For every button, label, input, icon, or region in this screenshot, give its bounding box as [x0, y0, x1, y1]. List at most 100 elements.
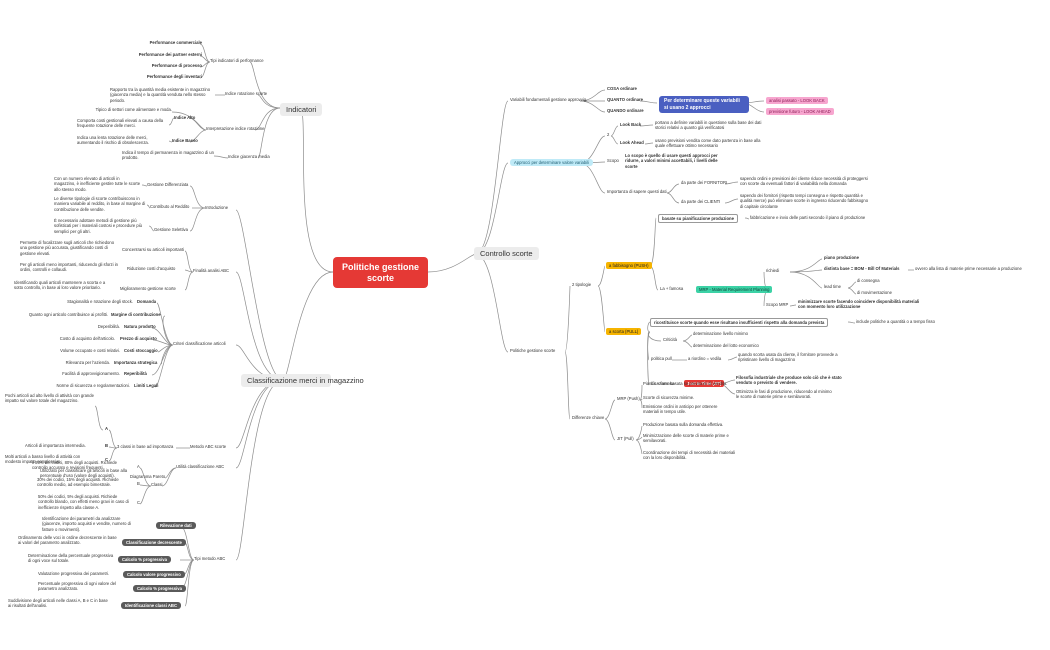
node-ricostituzione[interactable]: ricostituisce scorte quando esse risulta… [650, 318, 829, 328]
node-identificazione-classi[interactable]: Identificazione classi ABC [121, 602, 181, 610]
node-concentrarsi[interactable]: Concentrarsi su articoli importanti [122, 247, 185, 252]
node-scopo-desc: Lo scopo è quello di usare questi approc… [625, 153, 718, 169]
node-famosa-1[interactable]: La + famosa [660, 286, 684, 291]
node-reperibilita[interactable]: Reperibilità [124, 371, 147, 376]
node-scopo[interactable]: Scopo [607, 158, 619, 163]
node-indice-alto[interactable]: Indice Alto [174, 115, 196, 120]
node-tipi-indicatori[interactable]: Tipi indicatori di performance [210, 58, 264, 63]
node-richiedi[interactable]: richiedi [766, 268, 780, 273]
node-perf-commerciale[interactable]: Performance commerciale [149, 40, 202, 45]
node-introduzione[interactable]: Introduzione [205, 205, 229, 210]
node-movimentazione[interactable]: di movimentazione [857, 290, 892, 295]
node-clienti[interactable]: da parte dei CLIENTI [681, 199, 721, 204]
node-lookback[interactable]: Look Back [620, 122, 642, 127]
node-lead-time[interactable]: lead time [824, 284, 841, 289]
node-prezzo[interactable]: Prezzo di acquisto [120, 336, 157, 341]
node-gestione-differenziata[interactable]: Gestione Differenziata [147, 182, 189, 187]
node-criticita[interactable]: Criticità [663, 337, 677, 342]
connector-line [184, 271, 194, 291]
root-topic[interactable]: Politiche gestione scorte [333, 257, 428, 288]
node-metodo-abc[interactable]: Metodo ABC scorte [190, 444, 227, 449]
node-distinta-base[interactable]: distinta base = BOM - Bill Of Materials [824, 266, 900, 271]
node-alto-desc: Comporta costi gestionali elevati a caus… [77, 118, 164, 129]
node-limiti-legali[interactable]: Limiti Legali [134, 383, 159, 388]
node-finalita-abc[interactable]: Finalità analisi ABC [193, 268, 230, 273]
topic-indicatori[interactable]: Indicatori [280, 103, 323, 116]
node-riordino[interactable]: a riordino = vedila [688, 356, 722, 361]
topic-classificazione[interactable]: Classificazione merci in magazzino [241, 374, 364, 387]
node-differenze[interactable]: Differenze chiave [572, 415, 605, 420]
node-tipi-metodo[interactable]: Tipi metodo ABC [194, 556, 226, 561]
node-cosa[interactable]: COSA ordinare [607, 86, 637, 91]
node-politiche[interactable]: Politiche gestione scorte [510, 348, 556, 353]
node-calcolo-valore[interactable]: Calcolo valore progressivo [123, 571, 185, 579]
node-classificazione-decrescente[interactable]: Classificazione decrescente [122, 539, 186, 547]
node-stoccaggio[interactable]: Costi stoccaggio [124, 348, 158, 353]
node-livello-minimo[interactable]: determinazione livello minimo [693, 331, 748, 336]
node-due[interactable]: 2 [607, 132, 610, 137]
node-rilevazione-dati[interactable]: Rilevazione dati [156, 522, 196, 530]
node-importanza-strategica[interactable]: Importanza strategica [114, 360, 158, 365]
node-consegna[interactable]: di consegna [857, 278, 880, 283]
connector-line [635, 425, 643, 441]
node-calcolo-perc-1[interactable]: Calcolo % progressiva [118, 556, 171, 564]
node-2-tipologie[interactable]: 2 tipologie [572, 282, 592, 287]
connector-line [168, 117, 175, 126]
node-criteri[interactable]: Criteri classificazione articoli [173, 341, 226, 346]
node-jit-pull[interactable]: JIT (Pull) [617, 436, 634, 441]
node-classe-c[interactable]: C [137, 500, 141, 505]
node-classe-b[interactable]: B [137, 481, 140, 486]
node-fornitori[interactable]: da parte dei FORNITORI [681, 180, 728, 185]
node-scopo-mrp[interactable]: Scopo MRP [766, 302, 789, 307]
node-perf-inventari[interactable]: Performance degli inventari [146, 74, 202, 79]
node-natura-prodotto[interactable]: Natura prodotto [124, 324, 156, 329]
node-quanto[interactable]: QUANTO ordinare [607, 97, 643, 102]
node-giacenza-media[interactable]: Indice giacenza media [228, 154, 270, 159]
node-look-back-tag[interactable]: analisi passato - LOOK BACK [766, 97, 828, 105]
node-jit[interactable]: Just In Time (JIT) [684, 380, 725, 388]
node-3-classi[interactable]: 3 classi in base ad importanza [117, 444, 174, 449]
topic-controllo-scorte[interactable]: Controllo scorte [474, 247, 539, 260]
connector-line [724, 198, 739, 204]
node-indice-basso[interactable]: Indice Basso [172, 138, 198, 143]
connector-line [610, 125, 619, 137]
node-quando[interactable]: QUANDO ordinare [607, 108, 644, 113]
node-riduzione-costi[interactable]: Riduzione costi d'acquisto [127, 266, 176, 271]
connector-line [666, 183, 680, 194]
node-calcolo-perc-2[interactable]: Calcolo % progressiva [133, 585, 186, 593]
node-perf-partner[interactable]: Performance dei partner esterni [138, 52, 202, 57]
node-mrp-push[interactable]: MRP (Push) [617, 396, 640, 401]
node-margine[interactable]: Margine di contribuzione [111, 312, 161, 317]
node-perf-processo[interactable]: Performance di processo [151, 63, 202, 68]
node-pareto[interactable]: Diagramma Pareto [130, 474, 166, 479]
node-domanda[interactable]: Domanda [137, 299, 157, 304]
node-gestione-selettiva[interactable]: Gestione Selettiva [154, 227, 188, 232]
node-a[interactable]: A [105, 426, 109, 431]
node-lotto-economico[interactable]: determinazione del lotto economico [693, 343, 759, 348]
node-push[interactable]: a fabbisogno (PUSH) [606, 262, 652, 270]
node-famosa-2[interactable]: La + famosa [651, 381, 675, 386]
node-piano-produzione[interactable]: piano produzione [824, 255, 859, 260]
node-utilita-abc[interactable]: Utilità classificazione ABC [176, 464, 225, 469]
node-variabili[interactable]: Variabili fondamentali gestione approvvi… [510, 97, 588, 102]
node-indice-rotazione[interactable]: Indice rotazione scorte [225, 91, 268, 96]
node-politica-pull[interactable]: politica pull [651, 356, 672, 361]
node-classi[interactable]: Classi [151, 482, 163, 487]
node-determinare[interactable]: Per determinare queste variabili si usan… [659, 96, 749, 113]
connector-line [597, 265, 606, 287]
node-look-ahead-tag[interactable]: previsione futuro - LOOK AHEAD [766, 108, 834, 116]
node-interpretazione[interactable]: Interpretazione indice rotazione [206, 126, 265, 131]
node-lookahead[interactable]: Look Ahead [620, 140, 644, 145]
node-mrp[interactable]: MRP - Material Requirement Planning [696, 286, 773, 294]
connector-line [847, 281, 857, 289]
node-b[interactable]: B [105, 443, 109, 448]
node-importanza[interactable]: Importanza di sapere questi dati [607, 189, 667, 194]
node-pianificazione[interactable]: basate su pianificazione produzione [658, 214, 738, 224]
node-contributo-reddito[interactable]: Contributo al Reddito [150, 204, 190, 209]
node-pull[interactable]: a scorta (PULL) [606, 328, 642, 336]
node-miglioramento[interactable]: Miglioramento gestione scorte [120, 286, 176, 291]
node-c[interactable]: C [105, 457, 109, 462]
connector-line [682, 340, 693, 348]
node-classe-a[interactable]: A [137, 464, 140, 469]
node-approcci[interactable]: Approcci per determinare valore variabil… [510, 159, 593, 167]
